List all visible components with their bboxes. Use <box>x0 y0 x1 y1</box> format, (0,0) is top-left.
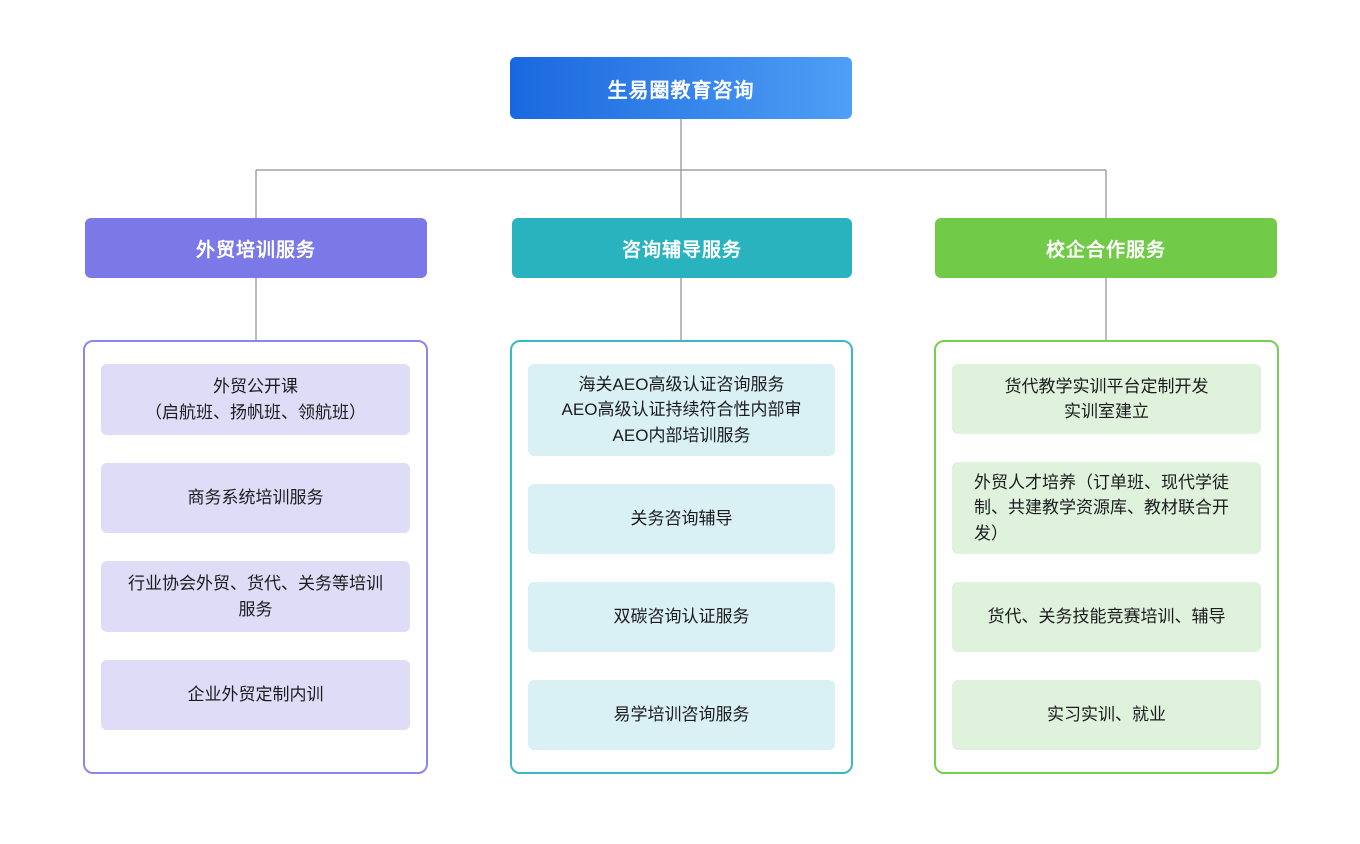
leaf-node-skill-competition[interactable]: 货代、关务技能竞赛培训、辅导 <box>952 582 1261 652</box>
leaf-node-custom-training[interactable]: 企业外贸定制内训 <box>101 660 410 730</box>
leaf-node-yixue-training[interactable]: 易学培训咨询服务 <box>528 680 835 750</box>
leaf-node-training-platform[interactable]: 货代教学实训平台定制开发 实训室建立 <box>952 364 1261 434</box>
leaf-node-aeo-services[interactable]: 海关AEO高级认证咨询服务 AEO高级认证持续符合性内部审 AEO内部培训服务 <box>528 364 835 456</box>
leaf-node-customs-consult[interactable]: 关务咨询辅导 <box>528 484 835 554</box>
leaf-node-public-course[interactable]: 外贸公开课 （启航班、扬帆班、领航班） <box>101 364 410 435</box>
branch-group-consulting: 海关AEO高级认证咨询服务 AEO高级认证持续符合性内部审 AEO内部培训服务 … <box>510 340 853 774</box>
branch-header-consulting[interactable]: 咨询辅导服务 <box>512 218 852 278</box>
leaf-node-internship-jobs[interactable]: 实习实训、就业 <box>952 680 1261 750</box>
leaf-node-business-system[interactable]: 商务系统培训服务 <box>101 463 410 533</box>
branch-header-school-enterprise[interactable]: 校企合作服务 <box>935 218 1277 278</box>
root-node[interactable]: 生易圈教育咨询 <box>510 57 852 119</box>
leaf-node-dual-carbon[interactable]: 双碳咨询认证服务 <box>528 582 835 652</box>
leaf-node-association-train[interactable]: 行业协会外贸、货代、关务等培训服务 <box>101 561 410 632</box>
branch-group-trade-training: 外贸公开课 （启航班、扬帆班、领航班） 商务系统培训服务 行业协会外贸、货代、关… <box>83 340 428 774</box>
branch-group-school-enterprise: 货代教学实训平台定制开发 实训室建立 外贸人才培养（订单班、现代学徒制、共建教学… <box>934 340 1279 774</box>
leaf-node-talent-cultivation[interactable]: 外贸人才培养（订单班、现代学徒制、共建教学资源库、教材联合开发） <box>952 462 1261 554</box>
branch-header-trade-training[interactable]: 外贸培训服务 <box>85 218 427 278</box>
